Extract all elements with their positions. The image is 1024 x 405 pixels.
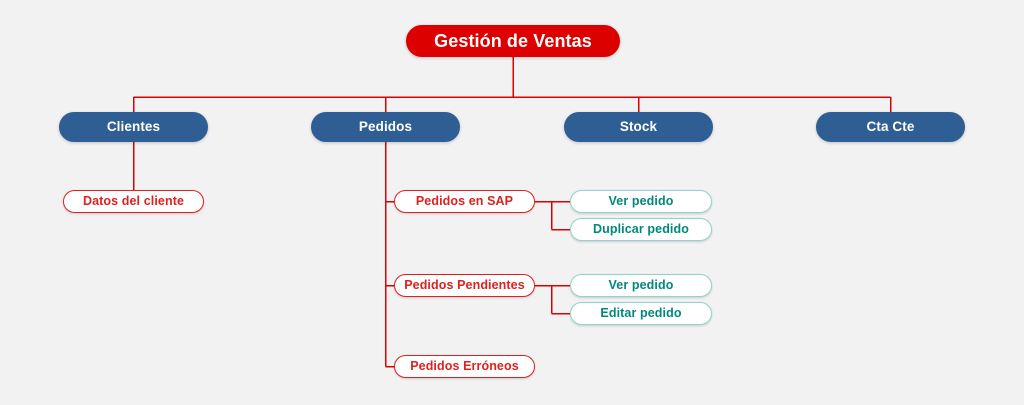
node-label: Clientes xyxy=(106,119,161,135)
node-label: Pedidos Erróneos xyxy=(410,359,519,374)
node-pedidos-erroneos[interactable]: Pedidos Erróneos xyxy=(394,355,535,378)
node-label: Stock xyxy=(619,119,658,135)
node-pedidos-pendientes[interactable]: Pedidos Pendientes xyxy=(394,274,535,297)
node-cta-cte[interactable]: Cta Cte xyxy=(816,112,965,142)
node-pedidos[interactable]: Pedidos xyxy=(311,112,460,142)
node-gestion-de-ventas[interactable]: Gestión de Ventas xyxy=(406,25,620,57)
node-label: Cta Cte xyxy=(866,119,915,135)
node-label: Ver pedido xyxy=(608,278,674,293)
node-label: Datos del cliente xyxy=(82,194,185,209)
node-label: Editar pedido xyxy=(600,306,682,321)
node-label: Ver pedido xyxy=(608,194,674,209)
node-stock[interactable]: Stock xyxy=(564,112,713,142)
node-pedidos-en-sap[interactable]: Pedidos en SAP xyxy=(394,190,535,213)
node-ver-pedido-sap[interactable]: Ver pedido xyxy=(570,190,712,213)
node-datos-del-cliente[interactable]: Datos del cliente xyxy=(63,190,204,213)
node-label: Pedidos en SAP xyxy=(415,194,514,209)
node-clientes[interactable]: Clientes xyxy=(59,112,208,142)
node-label: Gestión de Ventas xyxy=(434,31,592,51)
node-label: Pedidos xyxy=(358,119,413,135)
node-duplicar-pedido[interactable]: Duplicar pedido xyxy=(570,218,712,241)
node-editar-pedido[interactable]: Editar pedido xyxy=(570,302,712,325)
node-label: Pedidos Pendientes xyxy=(404,278,525,293)
node-ver-pedido-pendientes[interactable]: Ver pedido xyxy=(570,274,712,297)
node-label: Duplicar pedido xyxy=(593,222,689,237)
